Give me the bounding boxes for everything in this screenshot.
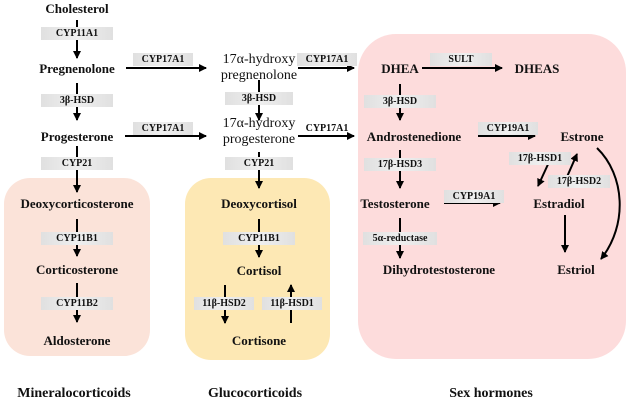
node-pregnenolone: Pregnenolone <box>39 61 115 76</box>
enzyme-cyp17a1-pregnenolone: CYP17A1 <box>133 53 193 66</box>
node-estriol: Estriol <box>557 262 595 277</box>
node-17a-hydroxypregnenolone: 17α-hydroxy pregnenolone <box>221 52 297 84</box>
enzyme-cyp19a1-androstenedione: CYP19A1 <box>478 122 538 135</box>
category-label-mineralocorticoids: Mineralocorticoids <box>17 386 131 401</box>
enzyme-5a-reductase: 5α-reductase <box>363 232 437 245</box>
enzyme-3b-hsd-right: 3β-HSD <box>364 95 436 108</box>
glucocorticoid-group-box <box>185 178 330 360</box>
node-estrone: Estrone <box>560 129 604 144</box>
enzyme-cyp11b1-left: CYP11B1 <box>41 232 113 245</box>
enzyme-17b-hsd2: 17β-HSD2 <box>548 175 610 188</box>
category-label-sex-hormones: Sex hormones <box>449 386 533 401</box>
node-label-line1: 17α-hydroxy <box>222 116 296 131</box>
node-progesterone: Progesterone <box>40 129 114 144</box>
enzyme-cyp19a1-testosterone: CYP19A1 <box>444 190 504 203</box>
node-dhea: DHEA <box>381 61 419 76</box>
node-deoxycortisol: Deoxycortisol <box>221 196 297 211</box>
enzyme-cyp17a1-androstenedione: CYP17A1 <box>305 123 349 134</box>
enzyme-cyp11b2: CYP11B2 <box>41 297 113 310</box>
node-cholesterol: Cholesterol <box>45 1 109 16</box>
node-label-line1: 17α-hydroxy <box>222 52 296 67</box>
node-dheas: DHEAS <box>514 61 560 76</box>
enzyme-cyp21-left: CYP21 <box>41 157 113 170</box>
enzyme-3b-hsd-mid: 3β-HSD <box>225 92 293 105</box>
enzyme-cyp21-mid: CYP21 <box>225 157 293 170</box>
enzyme-3b-hsd-left: 3β-HSD <box>41 94 113 107</box>
enzyme-17b-hsd3: 17β-HSD3 <box>364 158 436 171</box>
node-aldosterone: Aldosterone <box>43 333 111 348</box>
node-androstenedione: Androstenedione <box>366 129 462 144</box>
mineralocorticoid-group-box <box>4 178 150 356</box>
category-label-glucocorticoids: Glucocorticoids <box>207 386 303 401</box>
node-cortisone: Cortisone <box>231 333 287 348</box>
node-label-line2: progesterone <box>222 132 296 147</box>
node-corticosterone: Corticosterone <box>35 262 119 277</box>
enzyme-sult: SULT <box>430 53 492 66</box>
enzyme-11b-hsd2: 11β-HSD2 <box>194 297 254 310</box>
enzyme-cyp11a1: CYP11A1 <box>41 27 113 40</box>
enzyme-17b-hsd1: 17β-HSD1 <box>509 152 571 165</box>
enzyme-11b-hsd1: 11β-HSD1 <box>262 297 322 310</box>
enzyme-cyp11b1-mid: CYP11B1 <box>223 232 295 245</box>
node-deoxycorticosterone: Deoxycorticosterone <box>20 196 134 211</box>
node-estradiol: Estradiol <box>533 196 585 211</box>
node-label-line2: pregnenolone <box>220 68 298 83</box>
node-cortisol: Cortisol <box>236 263 282 278</box>
node-testosterone: Testosterone <box>360 196 430 211</box>
enzyme-cyp17a1-progesterone: CYP17A1 <box>133 122 193 135</box>
enzyme-cyp17a1-dhea: CYP17A1 <box>297 53 357 66</box>
node-dihydrotestosterone: Dihydrotestosterone <box>382 262 496 277</box>
node-17a-hydroxyprogesterone: 17α-hydroxy progesterone <box>223 116 296 148</box>
